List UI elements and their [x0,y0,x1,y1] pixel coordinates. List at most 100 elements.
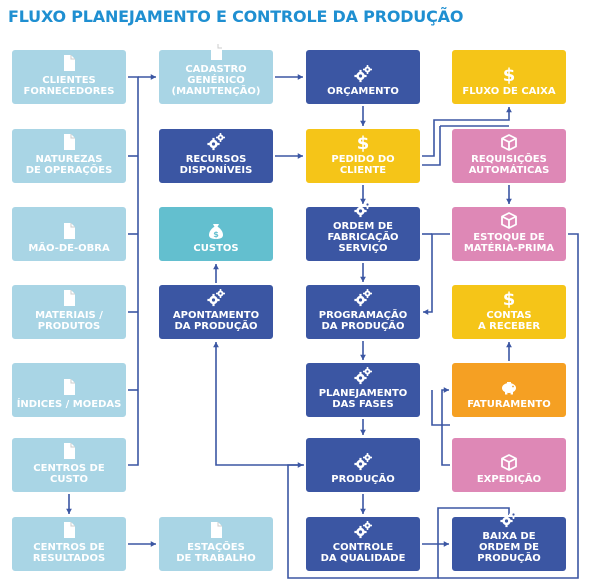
node-recursos: RECURSOS DISPONÍVEIS [157,127,275,185]
arrowhead [360,429,366,435]
arrowhead [360,198,366,204]
box-icon [499,452,519,472]
arrowhead [443,387,449,393]
node-label: ÍNDICES / MOEDAS [16,399,122,410]
node-centros-custo: CENTROS DE CUSTO [10,436,128,494]
arrowhead [443,541,449,547]
node-label: PRODUÇÃO [331,474,395,485]
gears-icon [353,64,373,84]
dollar-icon: $ [499,64,519,84]
node-cadastro: CADASTRO GENÉRICO (MANUTENÇÃO) [157,44,275,106]
node-label: CLIENTES FORNECEDORES [23,75,115,97]
gears-icon [353,452,373,472]
gears-icon [353,199,373,219]
node-label: PEDIDO DO CLIENTE [331,154,395,176]
node-label: PLANEJAMENTO DAS FASES [318,388,408,410]
node-label: ORÇAMENTO [327,86,399,97]
document-icon [59,441,79,461]
node-faturamento: FATURAMENTO [450,361,568,419]
document-icon [59,132,79,152]
gears-icon [353,520,373,540]
node-label: REQUISIÇÕES AUTOMÁTICAS [468,154,550,176]
arrowhead [360,508,366,514]
node-label: MATERIAIS / PRODUTOS [35,310,103,332]
node-clientes: CLIENTES FORNECEDORES [10,48,128,106]
node-label: CUSTOS [193,243,239,254]
box-icon [499,210,519,230]
node-label: CENTROS DE CUSTO [33,463,105,485]
arrowhead [66,508,72,514]
arrowhead [213,342,219,348]
node-indices: ÍNDICES / MOEDAS [10,361,128,419]
node-pedido: $ PEDIDO DO CLIENTE [304,127,422,185]
page-title: FLUXO PLANEJAMENTO E CONTROLE DA PRODUÇÃ… [8,7,464,26]
node-label: NATUREZAS DE OPERAÇÕES [25,154,113,176]
node-centros-resultados: CENTROS DE RESULTADOS [10,515,128,573]
document-icon [206,520,226,540]
arrowhead [360,276,366,282]
arrowhead [360,354,366,360]
node-expedicao: EXPEDIÇÃO [450,436,568,494]
connector-line [441,389,450,466]
dollar-icon: $ [499,288,519,308]
left-bus [128,76,139,466]
node-estoque: ESTOQUE DE MATÉRIA-PRIMA [450,205,568,263]
node-contas: $CONTAS A RECEBER [450,283,568,341]
node-label: BAIXA DE ORDEM DE PRODUÇÃO [477,531,541,564]
node-label: APONTAMENTO DA PRODUÇÃO [172,310,260,332]
node-label: MÃO-DE-OBRA [28,243,110,254]
node-baixa: BAIXA DE ORDEM DE PRODUÇÃO [450,510,568,573]
connector-line [431,390,450,426]
node-programacao: PROGRAMAÇÃO DA PRODUÇÃO [304,283,422,341]
document-icon [59,520,79,540]
arrowhead [297,74,303,80]
node-label: CENTROS DE RESULTADOS [32,542,106,564]
node-ordem: ORDEM DE FABRICAÇÃO SERVIÇO [304,200,422,263]
node-label: ORDEM DE FABRICAÇÃO SERVIÇO [327,221,399,254]
node-label: PROGRAMAÇÃO DA PRODUÇÃO [318,310,408,332]
svg-text:$: $ [357,133,370,152]
node-label: FLUXO DE CAIXA [462,86,556,97]
arrowhead [150,74,156,80]
connector-line [215,342,304,466]
svg-text:$: $ [503,65,516,84]
node-label: CONTAS A RECEBER [477,310,541,332]
document-icon [206,42,226,62]
document-icon [59,377,79,397]
node-label: CONTROLE DA QUALIDADE [320,542,406,564]
gears-icon [206,132,226,152]
node-controle: CONTROLE DA QUALIDADE [304,515,422,573]
document-icon [59,288,79,308]
node-materiais: MATERIAIS / PRODUTOS [10,283,128,341]
money-bag-icon: $ [206,221,226,241]
gears-icon [499,509,519,529]
node-label: RECURSOS DISPONÍVEIS [179,154,253,176]
node-label: ESTOQUE DE MATÉRIA-PRIMA [463,232,555,254]
document-icon [59,53,79,73]
node-mao-de-obra: MÃO-DE-OBRA [10,205,128,263]
arrowhead [423,309,429,315]
node-apontamento: APONTAMENTO DA PRODUÇÃO [157,283,275,341]
arrowhead [297,153,303,159]
piggy-bank-icon [499,377,519,397]
connector-line [423,233,450,313]
svg-text:$: $ [213,230,219,239]
node-label: CADASTRO GENÉRICO (MANUTENÇÃO) [171,64,261,97]
node-planejamento: PLANEJAMENTO DAS FASES [304,361,422,419]
node-producao: PRODUÇÃO [304,436,422,494]
dollar-icon: $ [353,132,373,152]
gears-icon [353,288,373,308]
node-label: FATURAMENTO [467,399,551,410]
node-label: EXPEDIÇÃO [476,474,542,485]
gears-icon [206,288,226,308]
connector-line [438,233,579,579]
node-estacoes: ESTAÇÕES DE TRABALHO [157,515,275,573]
node-requisicoes: REQUISIÇÕES AUTOMÁTICAS [450,127,568,185]
node-naturezas: NATUREZAS DE OPERAÇÕES [10,127,128,185]
arrowhead [506,198,512,204]
node-label: ESTAÇÕES DE TRABALHO [176,542,256,564]
arrowhead [150,541,156,547]
node-fluxo-caixa: $ FLUXO DE CAIXA [450,48,568,106]
